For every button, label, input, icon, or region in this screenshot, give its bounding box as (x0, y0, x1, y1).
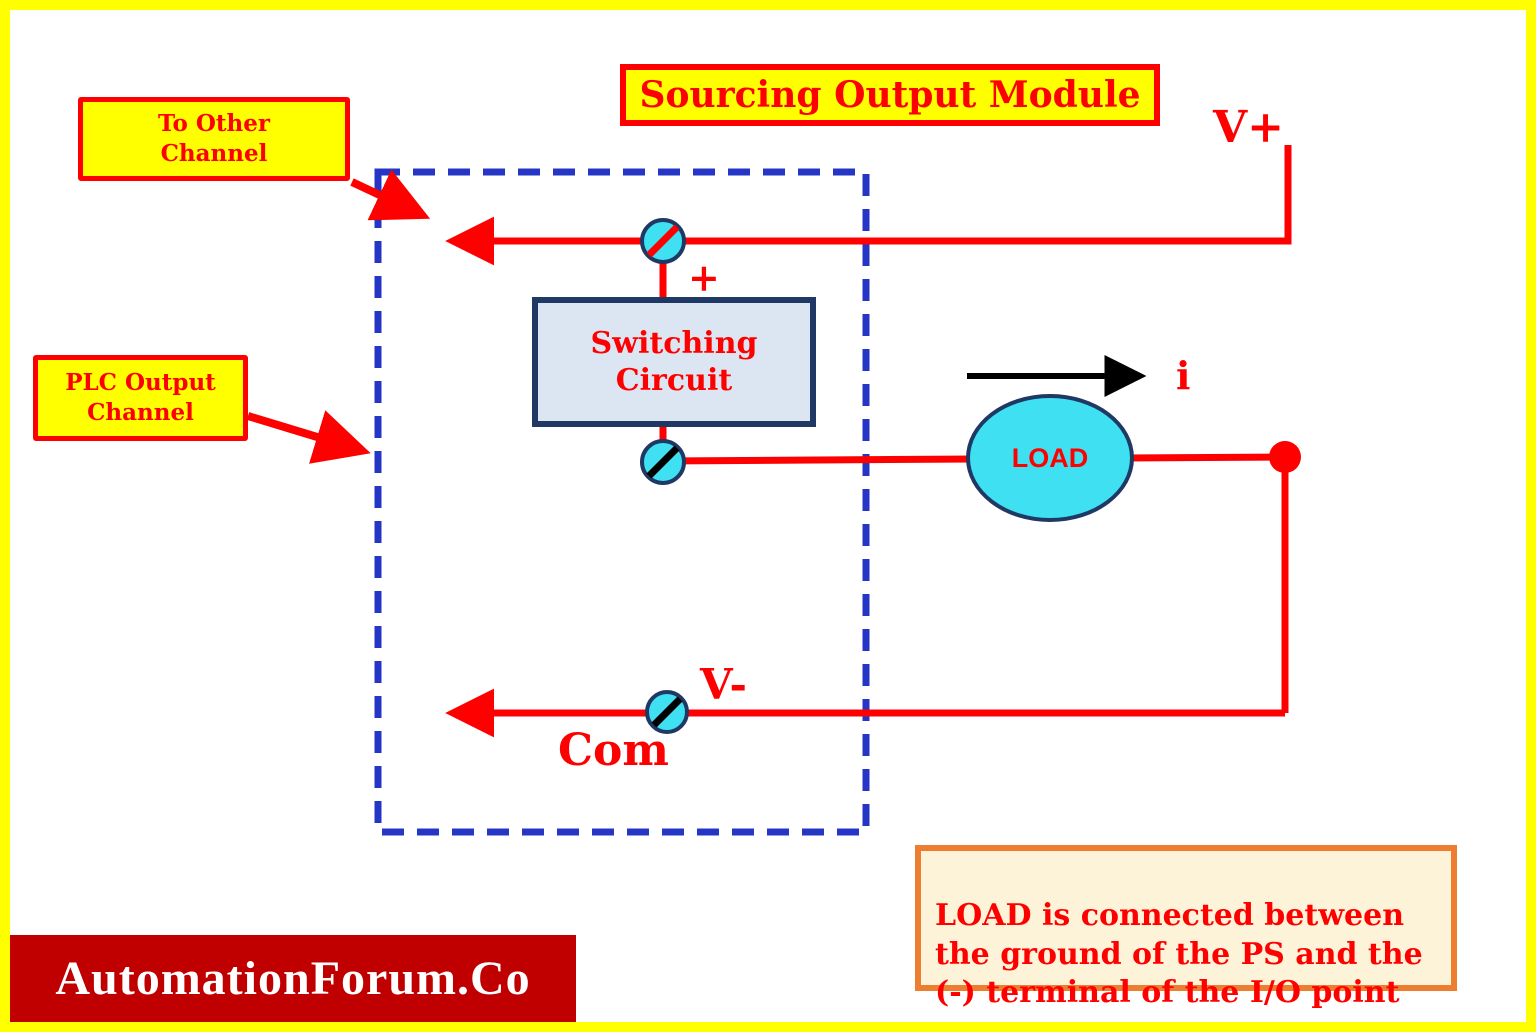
callout-plc-output-channel: PLC Output Channel (33, 355, 248, 441)
load-label: LOAD (1011, 442, 1089, 473)
callout-to-other-channel-text: To Other Channel (158, 110, 270, 167)
note-box-text: LOAD is connected between the ground of … (935, 898, 1423, 1011)
page-title: Sourcing Output Module (620, 64, 1160, 126)
page-title-text: Sourcing Output Module (639, 74, 1141, 116)
switching-circuit-block: Switching Circuit (532, 297, 816, 427)
com-label: Com (558, 725, 669, 776)
terminal-screw-icon-output (640, 439, 686, 485)
note-box: LOAD is connected between the ground of … (915, 845, 1457, 1010)
junction-dot (1269, 441, 1301, 473)
current-label: i (1176, 353, 1191, 398)
plc-output-channel-pointer-arrow-icon (246, 410, 371, 464)
brand-banner: AutomationForum.Co (10, 935, 576, 1022)
callout-to-other-channel: To Other Channel (78, 97, 350, 181)
v-plus-label: V+ (1213, 102, 1285, 153)
to-other-channel-pointer-arrow-icon (350, 169, 431, 221)
terminal-screw-icon-top (640, 218, 686, 264)
switching-circuit-label: Switching Circuit (590, 325, 758, 399)
brand-text: AutomationForum.Co (55, 952, 531, 1005)
callout-plc-output-channel-text: PLC Output Channel (65, 369, 216, 426)
plus-sign-label: + (688, 255, 720, 300)
v-minus-label: V- (700, 660, 747, 709)
v-plus-wire (445, 145, 1292, 266)
load-ellipse: LOAD (966, 394, 1134, 522)
